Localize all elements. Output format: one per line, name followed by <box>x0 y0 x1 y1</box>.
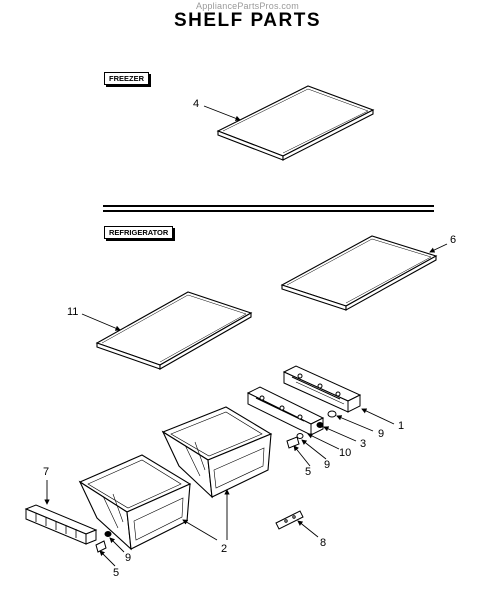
callout-5-drawer: 5 <box>113 567 120 579</box>
callout-9-rail: 9 <box>378 428 385 440</box>
callout-10: 10 <box>339 447 352 459</box>
callout-6: 6 <box>450 234 457 246</box>
divider-top <box>103 205 434 207</box>
crisper-slide-rail-rear <box>282 365 362 413</box>
refrigerator-upper-shelf <box>280 235 438 311</box>
callout-5-rail: 5 <box>305 466 312 478</box>
freezer-glass-shelf <box>216 85 375 161</box>
refrigerator-section-label: REFRIGERATOR <box>104 226 174 239</box>
callout-8: 8 <box>320 537 327 549</box>
rail-hardware-set <box>286 410 337 449</box>
callout-9-drawer: 9 <box>125 552 132 564</box>
freezer-section-label: FREEZER <box>104 72 150 85</box>
refrigerator-lower-shelf <box>95 291 253 370</box>
humidity-control-slide <box>24 504 98 545</box>
callout-2: 2 <box>221 543 228 555</box>
callout-4: 4 <box>193 98 200 110</box>
drawer-hardware-set <box>95 531 112 553</box>
page-title: SHELF PARTS <box>173 10 322 31</box>
callout-9-washer: 9 <box>324 459 331 471</box>
callout-7: 7 <box>43 466 50 478</box>
crisper-drawer-left <box>78 454 192 551</box>
drawer-clip <box>275 510 304 530</box>
divider-bottom <box>103 210 434 212</box>
crisper-drawer-right <box>161 406 273 499</box>
watermark: AppliancePartsPros.com <box>196 1 299 11</box>
callout-1: 1 <box>398 420 405 432</box>
callout-leaders <box>44 105 448 567</box>
callout-3: 3 <box>360 438 367 450</box>
callout-11: 11 <box>67 306 79 318</box>
